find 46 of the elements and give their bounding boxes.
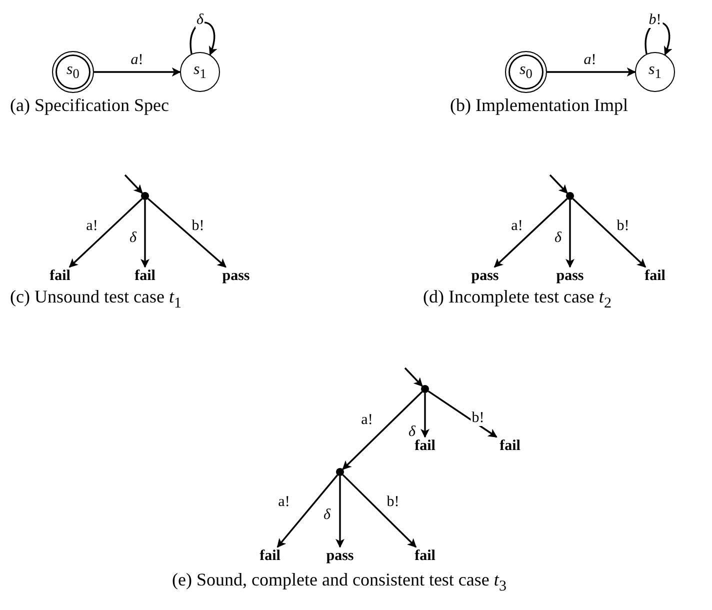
state-dot bbox=[566, 192, 574, 200]
arrow bbox=[404, 367, 423, 387]
verdict-label: fail bbox=[43, 267, 77, 285]
arrow bbox=[342, 391, 423, 470]
arrow bbox=[124, 174, 143, 194]
caption: (b) Implementation Impl bbox=[450, 94, 628, 116]
verdict-label: fail bbox=[253, 547, 287, 565]
arrow bbox=[494, 198, 568, 268]
caption: (e) Sound, complete and consistent test case t$_{3}$ bbox=[172, 568, 506, 596]
arrow bbox=[276, 474, 338, 548]
state-dot bbox=[141, 192, 149, 200]
state-circle: s$_{1}$ bbox=[635, 52, 675, 92]
verdict-label: pass bbox=[550, 267, 590, 285]
arrow bbox=[140, 200, 150, 268]
arrow bbox=[336, 476, 344, 548]
verdict-label: fail bbox=[638, 267, 672, 285]
arrow bbox=[342, 474, 417, 548]
arrow bbox=[147, 198, 226, 268]
verdict-label: fail bbox=[128, 267, 162, 285]
arrow bbox=[428, 390, 498, 438]
arrow bbox=[549, 174, 568, 194]
caption: (a) Specification Spec bbox=[10, 94, 169, 116]
edge-label: δ bbox=[196, 12, 204, 28]
verdict-label: pass bbox=[216, 267, 256, 285]
arrow bbox=[420, 393, 430, 438]
state-dot bbox=[336, 468, 344, 476]
caption: (c) Unsound test case t$_{1}$ bbox=[10, 286, 182, 314]
arrow bbox=[190, 22, 217, 56]
state-dot bbox=[421, 385, 429, 393]
verdict-label: pass bbox=[465, 267, 505, 285]
arrow bbox=[547, 68, 636, 76]
verdict-label: fail bbox=[493, 437, 527, 455]
arrow bbox=[566, 200, 574, 268]
arrow bbox=[68, 198, 143, 268]
verdict-label: fail bbox=[408, 437, 442, 455]
arrow bbox=[644, 22, 672, 56]
initial-state-circle: s$_{0}$ bbox=[52, 51, 94, 93]
verdict-label: fail bbox=[408, 547, 442, 565]
edge-label: b! bbox=[470, 410, 486, 426]
verdict-label: pass bbox=[320, 547, 360, 565]
state-circle: s$_{1}$ bbox=[180, 52, 220, 92]
caption: (d) Incomplete test case t$_{2}$ bbox=[423, 286, 612, 314]
arrow bbox=[94, 68, 181, 76]
initial-state-circle: s$_{0}$ bbox=[505, 51, 547, 93]
edge-label: b! bbox=[648, 12, 662, 28]
arrow bbox=[572, 198, 646, 268]
